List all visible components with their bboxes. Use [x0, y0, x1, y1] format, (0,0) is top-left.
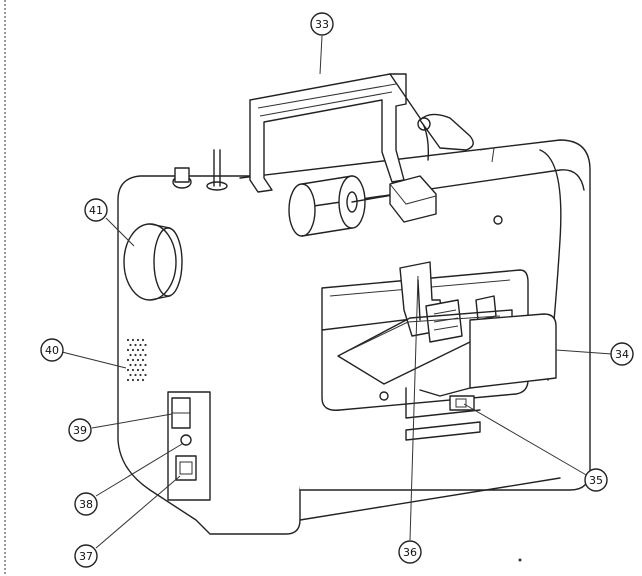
foot-control-jack	[180, 434, 192, 446]
callout-41: 41	[84, 198, 108, 222]
svg-text:41: 41	[89, 204, 103, 217]
vent-dot	[129, 363, 132, 367]
vent-dot	[129, 373, 132, 377]
speck	[518, 558, 522, 562]
vent-dot	[136, 338, 140, 342]
screw-hole	[379, 391, 389, 401]
vent-dot	[134, 343, 137, 347]
svg-text:36: 36	[403, 546, 417, 559]
top-knobs	[172, 149, 228, 191]
svg-text:37: 37	[79, 550, 93, 563]
vent-dot	[126, 378, 130, 382]
side-panel	[167, 391, 211, 501]
vent-dot	[136, 368, 140, 372]
callout-35: 35	[584, 468, 608, 492]
vent-dot	[131, 378, 135, 382]
vent-dot	[139, 353, 142, 357]
vent-dot	[129, 343, 132, 347]
svg-text:34: 34	[615, 348, 629, 361]
vent-dot	[126, 358, 130, 362]
leader-lines	[61, 35, 613, 549]
screw-hole	[493, 215, 503, 225]
callout-39: 39	[68, 418, 92, 442]
svg-text:39: 39	[73, 424, 87, 437]
vent-dot	[126, 348, 130, 352]
vent-dot	[136, 348, 140, 352]
vent-dot	[139, 363, 142, 367]
vent-dot	[131, 348, 135, 352]
vent-dot	[134, 353, 137, 357]
accessory-box	[419, 313, 557, 397]
svg-text:40: 40	[45, 344, 59, 357]
svg-text:33: 33	[315, 18, 329, 31]
vent-dot	[131, 368, 135, 372]
callout-34: 34	[610, 342, 634, 366]
vent-dot	[126, 338, 130, 342]
vent-dot	[134, 373, 137, 377]
vent-dot	[144, 343, 147, 347]
carrying-handle	[249, 73, 430, 193]
vent-grille	[126, 338, 147, 382]
vent-dot	[136, 378, 140, 382]
vent-dot	[136, 358, 140, 362]
svg-text:35: 35	[589, 474, 603, 487]
vent-dot	[141, 368, 145, 372]
callout-37: 37	[74, 544, 98, 568]
vent-dot	[144, 353, 147, 357]
svg-text:38: 38	[79, 498, 93, 511]
vent-dot	[139, 373, 142, 377]
vent-dot	[134, 363, 137, 367]
callout-36: 36	[398, 540, 422, 564]
vent-dot	[144, 373, 147, 377]
vent-dot	[141, 378, 145, 382]
top-thread-guide	[417, 113, 495, 163]
vent-dot	[141, 348, 145, 352]
spool-pin	[288, 175, 437, 237]
vent-dot	[129, 353, 132, 357]
vent-dot	[131, 338, 135, 342]
extension-table	[405, 387, 481, 441]
callout-38: 38	[74, 492, 98, 516]
vent-dot	[126, 368, 130, 372]
vent-dot	[141, 358, 145, 362]
vent-dot	[141, 338, 145, 342]
vent-dot	[131, 358, 135, 362]
callout-33: 33	[310, 12, 334, 36]
handwheel-icon	[123, 223, 183, 301]
callout-40: 40	[40, 338, 64, 362]
vent-dot	[144, 363, 147, 367]
vent-dot	[139, 343, 142, 347]
